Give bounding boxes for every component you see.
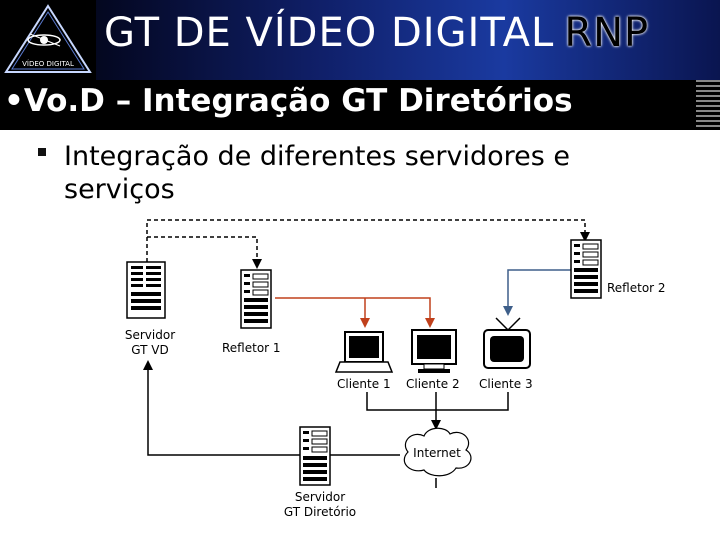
red-links <box>275 297 435 328</box>
blue-link <box>503 269 572 316</box>
servidor-gtvd-icon <box>126 261 166 319</box>
label-servidor-dir-2: GT Diretório <box>284 505 356 519</box>
banner-org: RNP <box>564 10 650 56</box>
tv-icon <box>483 317 531 369</box>
refletor1-icon <box>240 269 272 329</box>
bullet-text: Integração de diferentes servidores e se… <box>64 141 571 205</box>
dashed-links <box>146 219 590 269</box>
monitor-icon <box>411 329 457 373</box>
laptop-icon <box>334 331 394 373</box>
title-bar-stripes <box>696 80 720 130</box>
label-servidor-dir-1: Servidor <box>295 490 345 504</box>
refletor2-icon <box>570 239 602 299</box>
internet-cloud-icon <box>403 427 472 477</box>
directory-link <box>143 360 400 456</box>
label-internet: Internet <box>413 446 461 460</box>
slide-title: •Vo.D – Integração GT Diretórios <box>4 83 573 119</box>
label-servidor-gtvd-2: GT VD <box>131 343 168 357</box>
client-bus <box>366 392 509 488</box>
banner-title-text: GT DE VÍDEO DIGITAL <box>104 10 555 56</box>
logo: VÍDEO DIGITAL <box>0 0 96 80</box>
logo-text: VÍDEO DIGITAL <box>22 59 74 68</box>
label-refletor1: Refletor 1 <box>222 341 281 355</box>
title-bar <box>0 80 720 130</box>
label-cliente2: Cliente 2 <box>406 377 460 391</box>
label-servidor-gtvd-1: Servidor <box>125 328 175 342</box>
bullet-icon <box>38 148 46 156</box>
label-cliente3: Cliente 3 <box>479 377 533 391</box>
header-banner <box>0 0 720 80</box>
servidor-diretorio-icon <box>299 426 331 486</box>
label-refletor2: Refletor 2 <box>607 281 666 295</box>
label-cliente1: Cliente 1 <box>337 377 391 391</box>
